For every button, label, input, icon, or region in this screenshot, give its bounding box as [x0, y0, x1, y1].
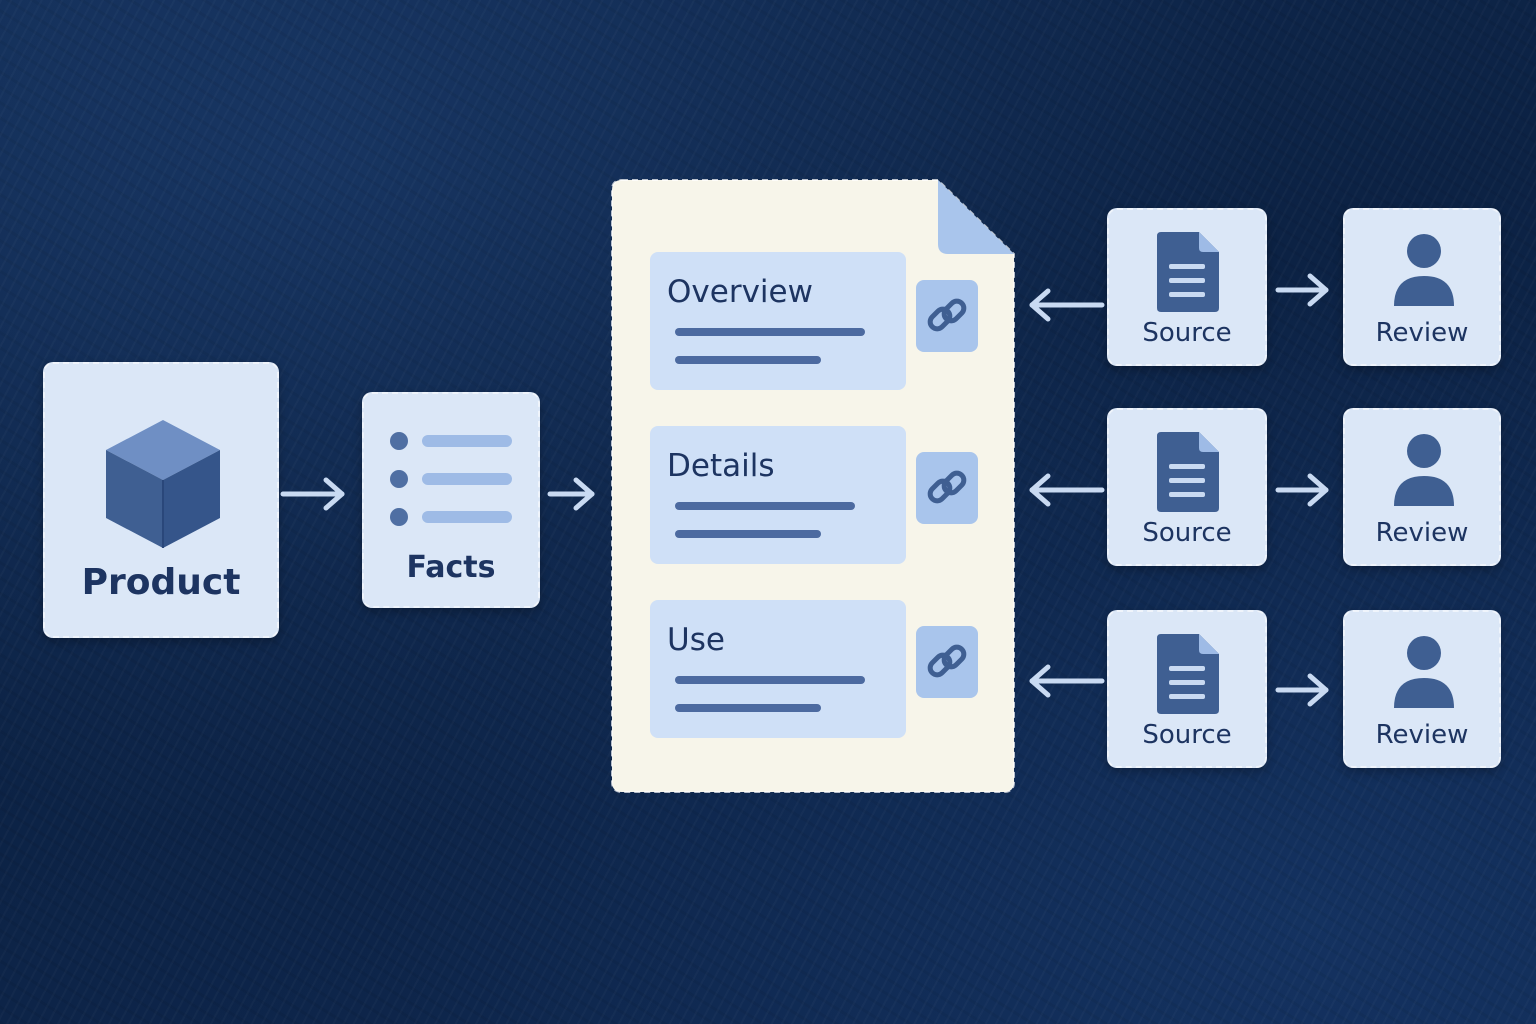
source-label: Source [1142, 518, 1232, 548]
review-card-2: Review [1343, 408, 1501, 566]
person-icon [1394, 234, 1454, 306]
product-card: Product [43, 362, 279, 638]
arrow-source-1-to-document [1029, 288, 1105, 322]
review-label: Review [1375, 720, 1469, 750]
link-button-use[interactable] [916, 626, 978, 698]
source-card-3: Source [1107, 610, 1267, 768]
arrow-source-3-to-review [1275, 673, 1329, 707]
section-title: Use [667, 622, 725, 658]
review-label: Review [1375, 318, 1469, 348]
review-label: Review [1375, 518, 1469, 548]
link-button-details[interactable] [916, 452, 978, 524]
arrow-product-to-facts [280, 477, 345, 511]
source-card-1: Source [1107, 208, 1267, 366]
text-line [675, 676, 865, 684]
document-icon [1157, 634, 1219, 714]
document-card: Overview Details Use [610, 178, 1016, 794]
section-use: Use [650, 600, 906, 738]
section-overview: Overview [650, 252, 906, 390]
document-icon [1157, 232, 1219, 312]
review-card-3: Review [1343, 610, 1501, 768]
person-icon [1394, 434, 1454, 506]
section-title: Details [667, 448, 775, 484]
arrow-source-2-to-document [1029, 473, 1105, 507]
product-label: Product [81, 562, 241, 603]
link-icon [927, 298, 967, 332]
review-card-1: Review [1343, 208, 1501, 366]
link-icon [927, 644, 967, 678]
source-label: Source [1142, 720, 1232, 750]
text-line [675, 328, 865, 336]
source-label: Source [1142, 318, 1232, 348]
cube-icon [106, 420, 220, 548]
section-details: Details [650, 426, 906, 564]
document-icon [1157, 432, 1219, 512]
source-card-2: Source [1107, 408, 1267, 566]
text-line [675, 530, 821, 538]
arrow-source-2-to-review [1275, 473, 1329, 507]
text-line [675, 704, 821, 712]
facts-label: Facts [406, 550, 496, 585]
arrow-source-3-to-document [1029, 664, 1105, 698]
facts-card: Facts [362, 392, 540, 608]
person-icon [1394, 636, 1454, 708]
arrow-source-1-to-review [1275, 273, 1329, 307]
text-line [675, 502, 855, 510]
link-icon [927, 470, 967, 504]
arrow-facts-to-document [547, 477, 595, 511]
section-title: Overview [667, 274, 813, 310]
text-line [675, 356, 821, 364]
link-button-overview[interactable] [916, 280, 978, 352]
